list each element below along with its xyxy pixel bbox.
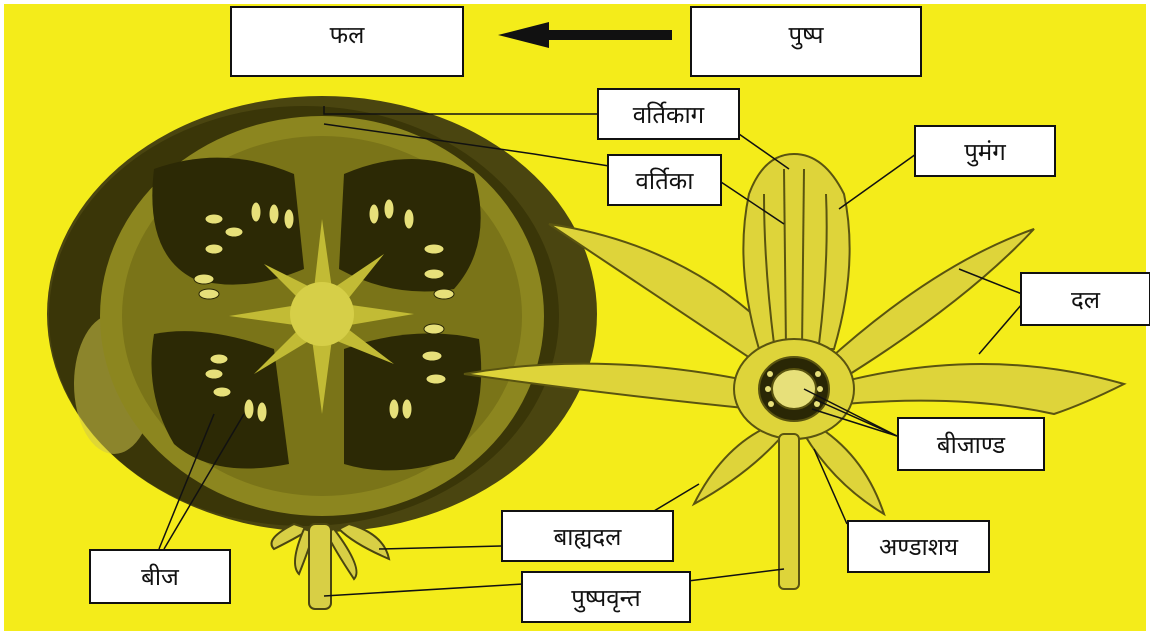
label-ovule: बीजाण्ड (897, 417, 1045, 471)
label-androecium-text: पुमंग (964, 135, 1006, 168)
label-seed: बीज (89, 549, 231, 604)
label-petal: दल (1020, 272, 1150, 326)
flower-title-box: पुष्प (690, 6, 922, 77)
label-seed-text: बीज (141, 560, 179, 593)
label-petal-text: दल (1071, 283, 1100, 316)
label-ovary-text: अण्डाशय (879, 530, 958, 563)
label-pedicel: पुष्पवृन्त (521, 571, 691, 623)
label-ovary: अण्डाशय (847, 520, 990, 573)
label-pedicel-text: पुष्पवृन्त (571, 581, 640, 614)
fruit-title-box: फल (230, 6, 464, 77)
label-stigma: वर्तिकाग (597, 88, 740, 140)
label-sepal: बाह्यदल (501, 510, 674, 562)
label-ovule-text: बीजाण्ड (937, 428, 1005, 461)
label-stigma-text: वर्तिकाग (633, 98, 704, 131)
fruit-title: फल (330, 18, 365, 51)
flower-title: पुष्प (789, 18, 824, 51)
label-style-text: वर्तिका (636, 164, 694, 197)
label-sepal-text: बाह्यदल (554, 520, 622, 553)
label-style: वर्तिका (607, 154, 722, 206)
arrow-left-icon (498, 22, 672, 48)
label-androecium: पुमंग (914, 125, 1056, 177)
